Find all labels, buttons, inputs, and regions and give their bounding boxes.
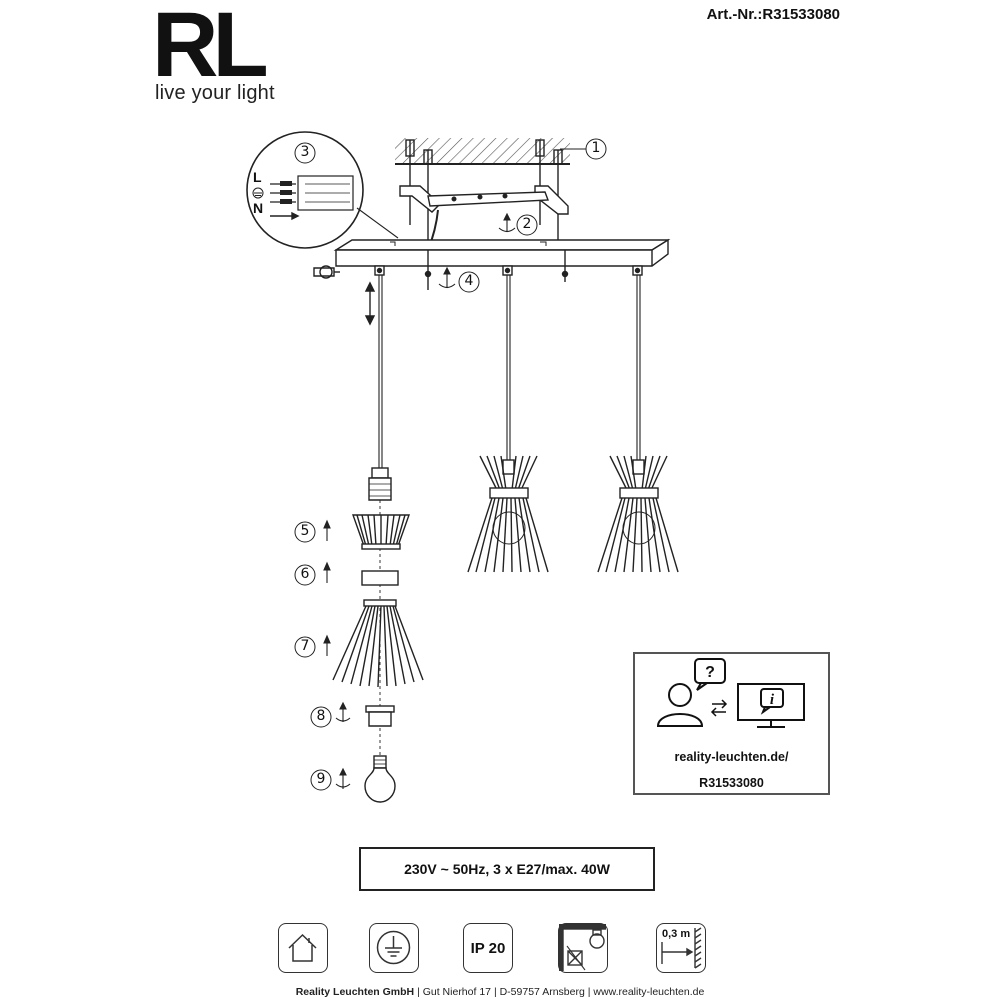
pendant-cables (374, 265, 643, 468)
footer-separator: | (493, 986, 497, 998)
question-bubble-icon: ? (694, 658, 726, 691)
step-8-label: 8 (316, 708, 326, 724)
assembled-shade-right (597, 455, 679, 573)
lamp-socket (368, 467, 392, 501)
indoor-use-symbol (278, 923, 328, 973)
person-icon (656, 683, 704, 727)
exchange-arrows-icon (710, 699, 728, 717)
info-url-line1: reality-leuchten.de/ (674, 750, 789, 764)
step-4-label: 4 (464, 273, 474, 289)
light-bulb (364, 755, 396, 803)
earth-symbol (369, 923, 419, 973)
house-icon (288, 933, 317, 962)
step-5-label: 5 (300, 523, 310, 539)
neutral-wire-label: N (253, 200, 264, 216)
electrical-specs: 230V ~ 50Hz, 3 x E27/max. 40W (359, 847, 655, 891)
step-9-label: 9 (316, 771, 326, 787)
monitor-info-icon: i (737, 683, 805, 728)
center-ring (361, 570, 399, 586)
side-screw (313, 265, 340, 279)
canopy (333, 238, 671, 267)
ip-rating-symbol: IP 20 (463, 923, 513, 973)
brand-tagline: live your light (155, 82, 275, 104)
svg-text:i: i (770, 692, 775, 708)
footer-company: Reality Leuchten GmbH (295, 986, 415, 998)
step-1-label: 1 (591, 140, 601, 156)
footer: Reality Leuchten GmbH | Gut Nierhof 17 |… (0, 986, 1000, 998)
footer-separator: | (587, 986, 591, 998)
lower-shade-cage (332, 599, 424, 688)
min-distance-icon (661, 927, 702, 969)
step-2-label: 2 (522, 216, 532, 232)
distance-label: 0,3 m (662, 928, 691, 940)
socket-ring (365, 705, 395, 727)
assembled-shade-middle (467, 455, 549, 573)
step-callouts (294, 138, 607, 791)
footer-website[interactable]: www.reality-leuchten.de (593, 986, 705, 998)
footer-separator: | (417, 986, 420, 998)
step-7-label: 7 (300, 638, 310, 654)
protective-earth-icon (376, 930, 411, 965)
step-3-label: 3 (300, 144, 310, 160)
height-adjust-arrow (364, 281, 376, 326)
svg-text:RL: RL (152, 0, 266, 82)
rotate-arrows (323, 212, 516, 789)
brand-logo: RL (152, 0, 272, 82)
svg-text:?: ? (705, 664, 715, 681)
online-info-box: ? i (633, 652, 830, 795)
footer-city: D-59757 Arnsberg (499, 986, 585, 998)
info-url-line2: R31533080 (699, 776, 764, 790)
step-6-label: 6 (300, 566, 310, 582)
wiring-detail (246, 131, 399, 249)
distance-symbol (656, 923, 706, 973)
mounting-symbol (558, 923, 608, 973)
live-wire-label: L (253, 169, 262, 185)
ceiling-mount-icon (558, 923, 607, 972)
article-number: Art.-Nr.:R31533080 (706, 6, 840, 23)
upper-shade-cage (352, 514, 410, 550)
mounting-bracket (399, 185, 569, 215)
footer-address: Gut Nierhof 17 (422, 986, 492, 998)
canopy-screws (424, 250, 569, 290)
support-illustration: ? i (656, 658, 805, 728)
